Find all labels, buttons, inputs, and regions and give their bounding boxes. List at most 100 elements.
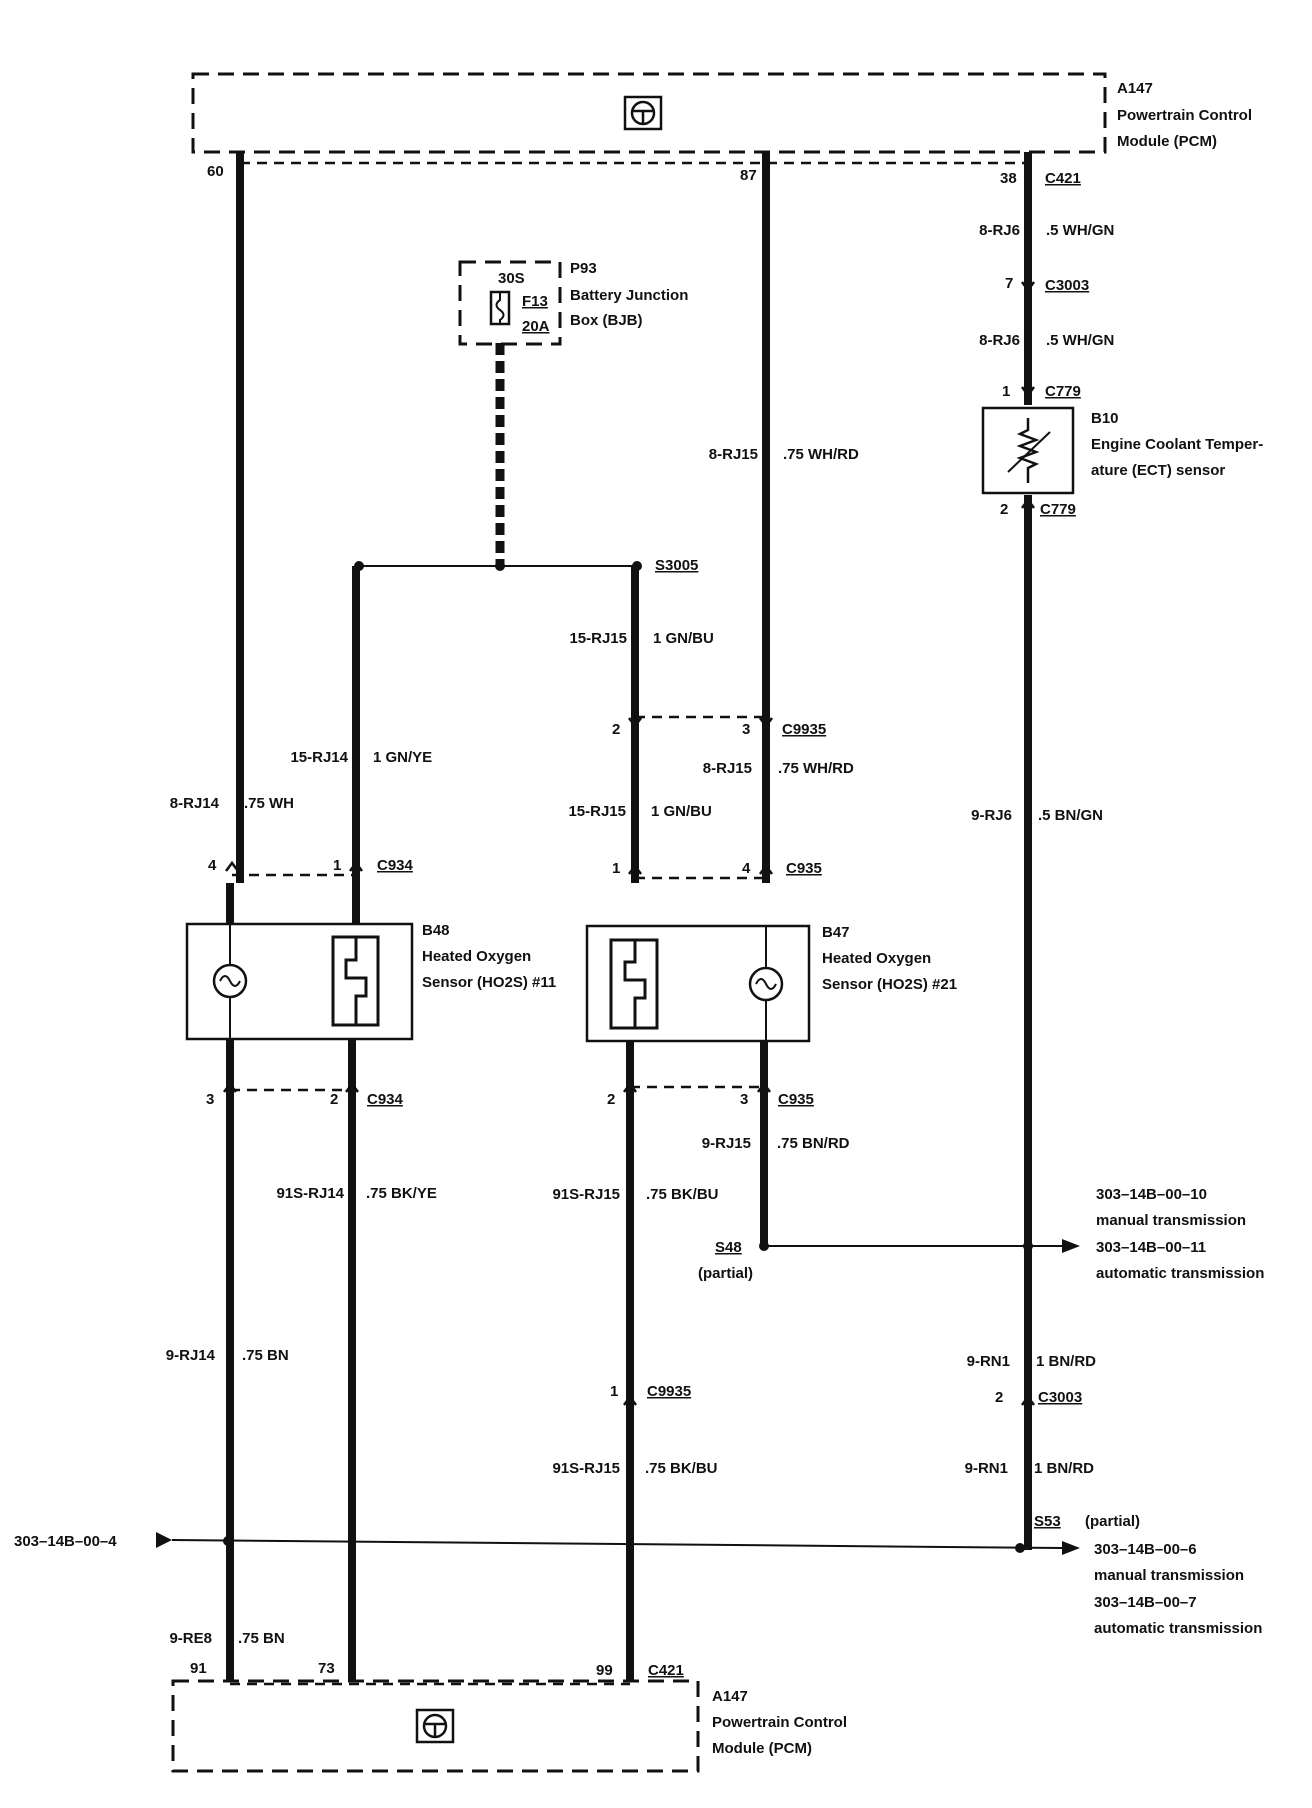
connector-c9935-top: C9935 [782,721,826,738]
wire-label-spec: .75 BK/BU [646,1186,719,1203]
thermistor-arrow-icon [1007,431,1051,473]
wire-label-id: 15-RJ15 [569,630,627,647]
wire-label-spec: 1 GN/BU [653,630,714,647]
pin-1-c779: 1 [1002,383,1010,400]
wire-label-id: 9-RJ6 [971,807,1012,824]
ref-link[interactable]: 303–14B–00–11 [1096,1239,1206,1256]
connector-c421-bottom: C421 [648,1662,684,1679]
ref-note: automatic transmission [1096,1265,1264,1282]
connector-c934-bottom: C934 [367,1091,404,1108]
splice-dot-s48 [759,1241,769,1251]
pcm-bottom-box [171,1679,700,1773]
fuse-element [495,292,505,324]
wire-label-spec: 1 GN/BU [651,803,712,820]
pin-7: 7 [1005,275,1013,292]
b47-heater-element-icon [623,940,647,1028]
splice-s3005: S3005 [655,557,698,574]
pin-chevrons [223,281,1035,1406]
ref-link[interactable]: 303–14B–00–7 [1094,1594,1197,1611]
pin-99: 99 [596,1662,613,1679]
pcm-bottom-id: A147 [712,1688,748,1705]
arrow-right-icon [1062,1239,1080,1253]
pin-87: 87 [740,167,757,184]
pin-1-c935: 1 [612,860,620,877]
pcm-top-name-2: Module (PCM) [1117,133,1217,150]
connector-c421-top: C421 [1045,170,1081,187]
wire-label-id: 9-RJ15 [702,1135,751,1152]
pin-4-c935: 4 [742,860,751,877]
wire-label-id: 9-RE8 [169,1630,212,1647]
splice-dot-center [495,561,505,571]
connector-c934-top: C934 [377,857,414,874]
splice-s48: S48 [715,1239,742,1256]
wire-label-spec: 1 BN/RD [1036,1353,1096,1370]
wire-label-spec: .75 BN/RD [777,1135,850,1152]
connector-c779-top: C779 [1045,383,1081,400]
wire-label-spec: .5 WH/GN [1046,222,1114,239]
ref-link[interactable]: 303–14B–00–10 [1096,1186,1207,1203]
connector-c3003-bottom: C3003 [1038,1389,1082,1406]
connector-c935-top: C935 [786,860,822,877]
splice-dot-left [354,561,364,571]
pin-60: 60 [207,163,224,180]
wire-label-spec: 1 GN/YE [373,749,432,766]
splice-s48-note: (partial) [698,1265,753,1282]
pin-91: 91 [190,1660,207,1677]
pin-2-c934: 2 [330,1091,338,1108]
wire-label-spec: .5 WH/GN [1046,332,1114,349]
wire-label-id: 8-RJ6 [979,222,1020,239]
fuse-id: F13 [522,293,548,310]
pin-4-c934: 4 [208,857,217,874]
b48-ac-wave-icon [219,975,241,987]
pcm-top-box [191,72,1107,154]
wire-label-id: 15-RJ14 [290,749,348,766]
pin-1-c934: 1 [333,857,341,874]
wire-label-id: 8-RJ6 [979,332,1020,349]
pin-2-c935: 2 [607,1091,615,1108]
wire-label-spec: .75 WH [244,795,294,812]
pin-2-c9935: 2 [612,721,620,738]
arrow-right-icon [1062,1541,1080,1555]
b48-name-2: Sensor (HO2S) #11 [422,974,556,991]
bjb-name-2: Box (BJB) [570,312,643,329]
wire-label-id: 9-RN1 [967,1353,1010,1370]
fuse-rating: 20A [522,318,550,335]
ect-name-1: Engine Coolant Temper- [1091,436,1263,453]
wire-label-spec: .75 WH/RD [778,760,854,777]
ect-id: B10 [1091,410,1119,427]
pin-2-c779: 2 [1000,501,1008,518]
wire-label-spec: .5 BN/GN [1038,807,1103,824]
pcm-top-icon [623,95,663,131]
ect-name-2: ature (ECT) sensor [1091,462,1225,479]
pin-3-c9935: 3 [742,721,750,738]
wire-label-id: 8-RJ14 [170,795,220,812]
wire-label-id: 91S-RJ15 [552,1460,620,1477]
bus-s53 [171,1539,1063,1549]
arrow-in-icon [156,1532,172,1548]
bjb-terminal: 30S [498,270,525,287]
pin-38: 38 [1000,170,1017,187]
connector-c9935-bottom: C9935 [647,1383,691,1400]
b47-ac-wave-icon [755,978,777,990]
splice-dot-s48-junction [1023,1241,1033,1251]
ref-note: automatic transmission [1094,1620,1262,1637]
pcm-top-name-1: Powertrain Control [1117,107,1252,124]
pin-73: 73 [318,1660,335,1677]
ref-note: manual transmission [1096,1212,1246,1229]
connector-c935-bottom: C935 [778,1091,814,1108]
pin-2-c3003-bottom: 2 [995,1389,1003,1406]
ref-note: manual transmission [1094,1567,1244,1584]
splice-s53: S53 [1034,1513,1061,1530]
wire-label-spec: .75 BN [238,1630,285,1647]
ref-link[interactable]: 303–14B–00–4 [14,1533,117,1550]
b47-name-2: Sensor (HO2S) #21 [822,976,957,993]
pcm-bottom-name-1: Powertrain Control [712,1714,847,1731]
connector-c779-bottom: C779 [1040,501,1076,518]
wire-label-id: 91S-RJ15 [552,1186,620,1203]
splice-dot-s53-left [223,1536,233,1546]
splice-dot-s53 [1015,1543,1025,1553]
pin-3-c934: 3 [206,1091,214,1108]
splice-dot-s3005 [632,561,642,571]
ref-link[interactable]: 303–14B–00–6 [1094,1541,1197,1558]
